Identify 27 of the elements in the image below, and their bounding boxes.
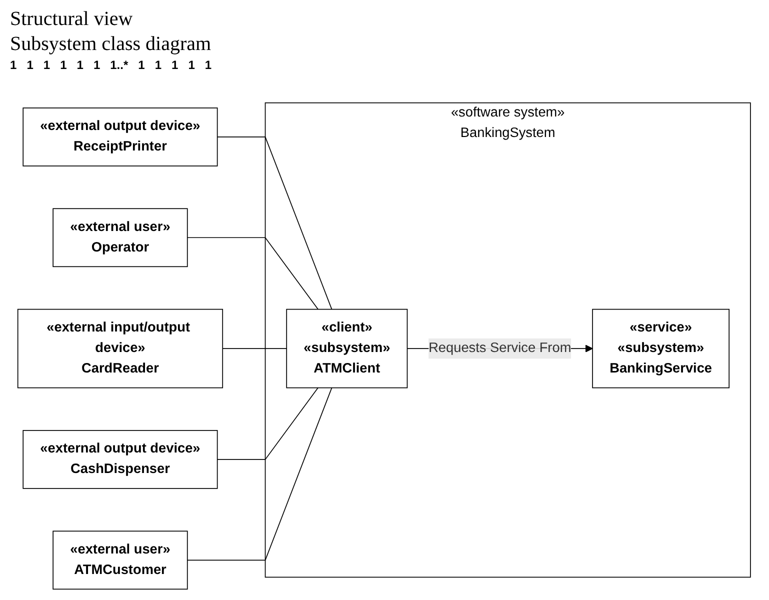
- multiplicity-label: 1: [172, 58, 178, 72]
- node-box: «service» «subsystem» BankingService: [592, 308, 730, 388]
- multiplicity-label: 1: [76, 58, 84, 72]
- connector: [217, 136, 333, 310]
- multiplicity-label: 1: [188, 58, 195, 72]
- connector: [187, 237, 319, 310]
- node-box: «external user» Operator: [53, 208, 188, 268]
- multiplicity-label: 1: [138, 58, 145, 72]
- edge-label: Requests Service From: [428, 340, 572, 356]
- node-box: «external output device» CashDispenser: [23, 430, 218, 489]
- node-box: «client» «subsystem» ATMClient: [286, 308, 408, 388]
- node-box: «external user» ATMCustomer: [53, 530, 188, 590]
- multiplicity-label: 1: [204, 58, 212, 72]
- node-box: «external output device» ReceiptPrinter: [23, 108, 218, 166]
- connector: [222, 348, 288, 349]
- multiplicity-label: 1: [26, 58, 34, 72]
- multiplicity-label: 1..*: [110, 58, 128, 72]
- multiplicity-label: 1: [154, 58, 162, 72]
- connector: [187, 387, 333, 561]
- multiplicity-label: 1: [43, 58, 50, 72]
- multiplicity-label: 1: [60, 58, 67, 72]
- multiplicity-label: 1: [93, 58, 100, 72]
- connector: [217, 387, 319, 460]
- bullet-heading: Structural view: [10, 8, 134, 31]
- multiplicity-label: 1: [10, 58, 17, 72]
- sub-heading: Subsystem class diagram: [10, 33, 212, 56]
- node-box: «external input/output device» CardReader: [18, 308, 224, 388]
